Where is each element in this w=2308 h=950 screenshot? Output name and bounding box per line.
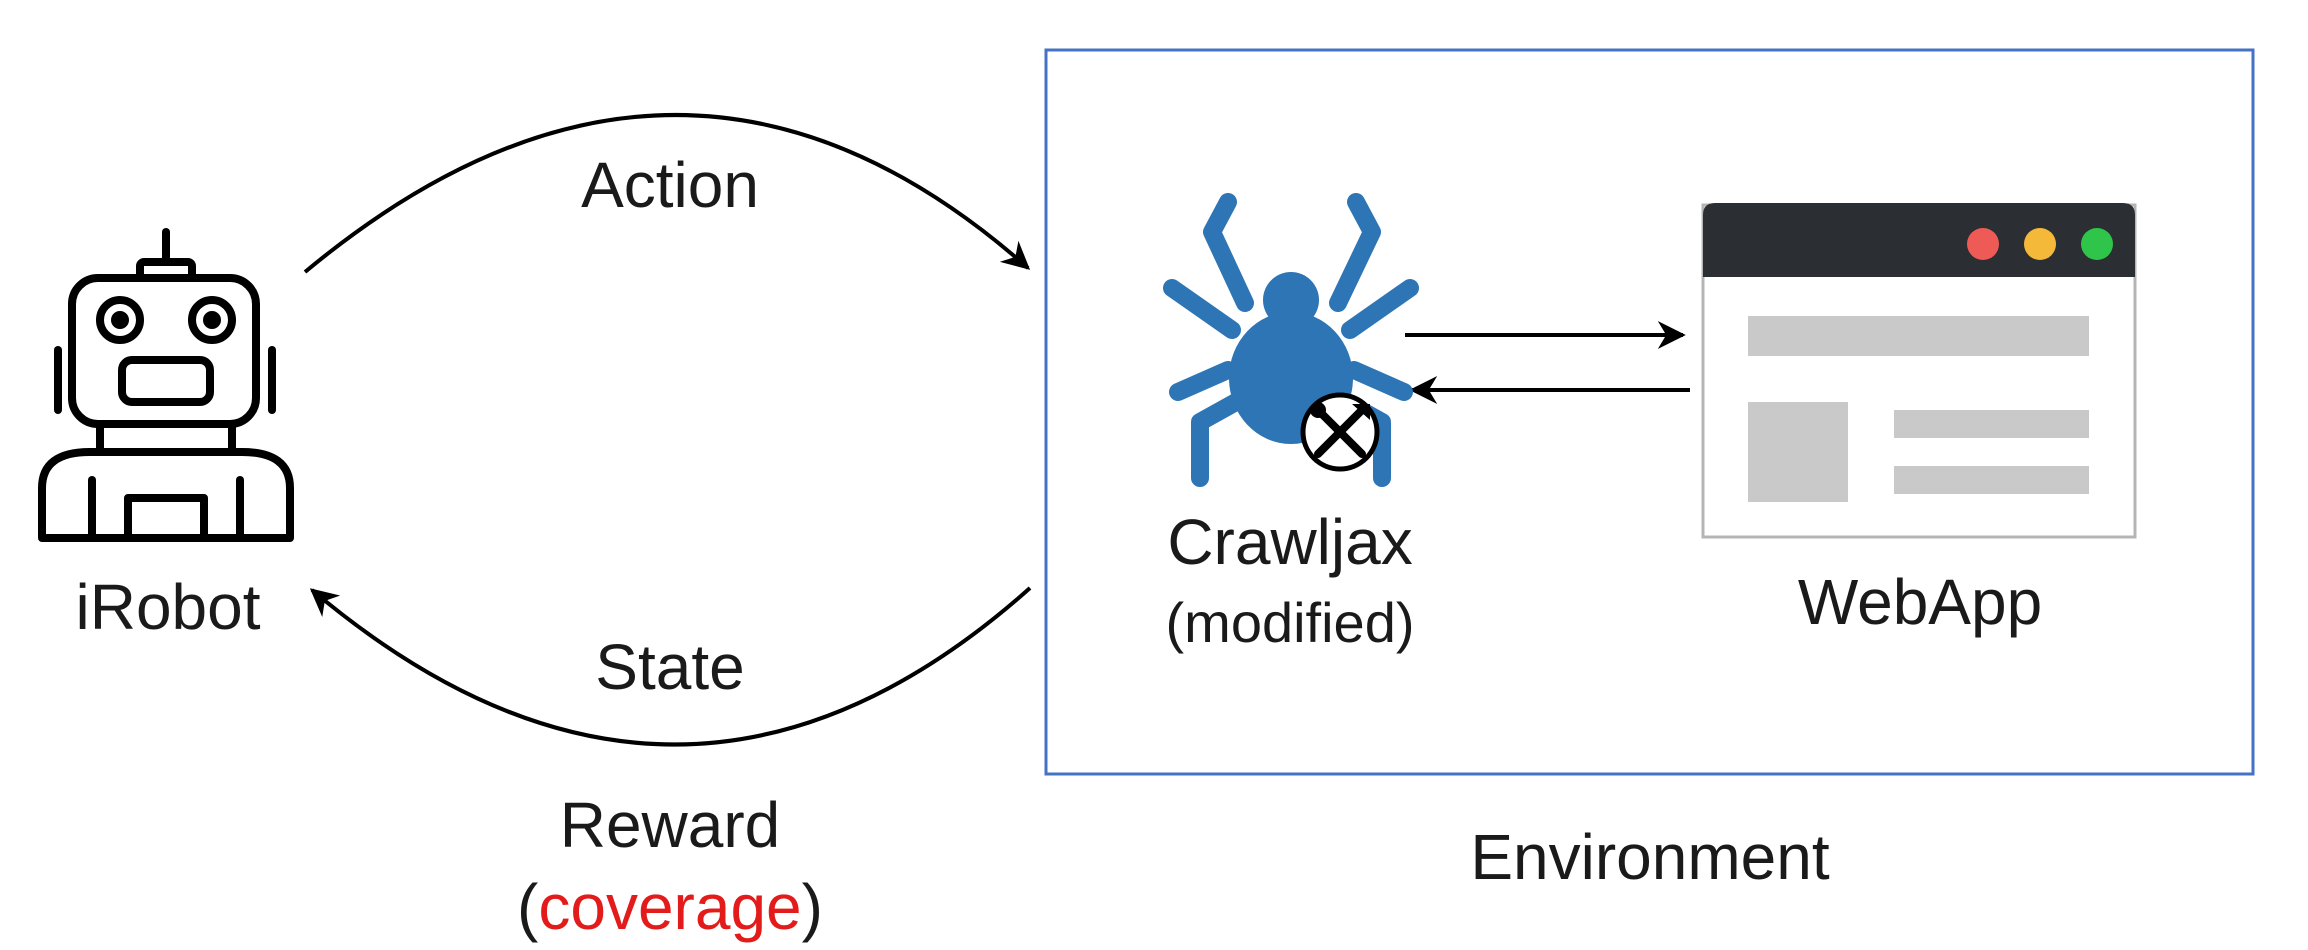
reward-paren-close: ) [801,871,823,943]
environment-box [1044,48,2255,776]
reward-detail: (coverage) [480,870,860,944]
action-arrow [303,113,1031,274]
reward-paren-open: ( [517,871,539,943]
state-label: State [595,631,745,703]
crawler-label: Crawljax [1167,506,1413,578]
action-label: Action [581,149,759,221]
crawler-sublabel: (modified) [1165,591,1415,654]
robot-icon [38,228,294,542]
reward-coverage: coverage [538,871,802,943]
tools-icon [1300,392,1380,472]
agent-label: iRobot [75,571,261,643]
state-arrow [309,586,1032,747]
webapp-label: WebApp [1797,566,2043,638]
reward-label: Reward [559,789,781,861]
browser-window-icon [1701,203,2137,539]
environment-label: Environment [1470,821,1830,893]
